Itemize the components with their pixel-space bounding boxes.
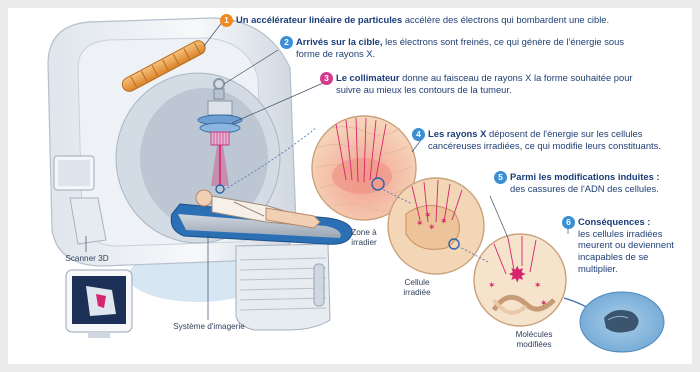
step-5: 5 Parmi les modifications induites : des… xyxy=(510,171,690,194)
svg-text:✶: ✶ xyxy=(416,219,424,229)
infographic-frame: ✶✶✶✶ ✸ ✶ ✶ ✶ 1 U xyxy=(8,8,692,364)
step-1: 1 Un accélérateur linéaire de particules… xyxy=(236,14,676,26)
step-1-badge: 1 xyxy=(220,14,233,27)
step-5-badge: 5 xyxy=(494,171,507,184)
dead-cell xyxy=(580,292,664,352)
step-4: 4 Les rayons X déposent de l'énergie sur… xyxy=(428,128,684,151)
svg-text:✶: ✶ xyxy=(440,217,448,227)
step-2-badge: 2 xyxy=(280,36,293,49)
step-2: 2 Arrivés sur la cible, les électrons so… xyxy=(296,36,626,59)
label-zone: Zone à irradier xyxy=(344,228,384,248)
step-6: 6 Conséquences : les cellules irradiées … xyxy=(578,216,690,274)
svg-text:✶: ✶ xyxy=(424,211,432,221)
label-imaging: Système d'imagerie xyxy=(164,322,254,332)
zoom-cell: ✶✶✶✶ xyxy=(388,178,484,274)
step-4-badge: 4 xyxy=(412,128,425,141)
step-5-lead: Parmi les modifications induites : xyxy=(510,171,690,183)
svg-text:✶: ✶ xyxy=(540,299,548,309)
imaging-monitor xyxy=(66,270,132,338)
step-3-badge: 3 xyxy=(320,72,333,85)
svg-text:✶: ✶ xyxy=(534,281,542,291)
label-molecules: Molécules modifiées xyxy=(506,330,562,350)
zoom-dna: ✸ ✶ ✶ ✶ xyxy=(474,234,566,326)
step-3-lead: Le collimateur xyxy=(336,72,400,83)
step-2-lead: Arrivés sur la cible, xyxy=(296,36,383,47)
step-6-badge: 6 xyxy=(562,216,575,229)
step-4-lead: Les rayons X xyxy=(428,128,486,139)
step-6-text: les cellules irradiées meurent ou devien… xyxy=(578,228,690,275)
step-1-text: accélère des électrons qui bombardent un… xyxy=(402,14,609,25)
svg-text:✶: ✶ xyxy=(488,281,496,291)
step-6-lead: Conséquences : xyxy=(578,216,690,228)
step-3: 3 Le collimateur donne au faisceau de ra… xyxy=(336,72,656,95)
collimator-housing xyxy=(208,101,232,115)
svg-text:✶: ✶ xyxy=(428,223,436,233)
label-cell: Cellule irradiée xyxy=(392,278,442,298)
svg-text:✸: ✸ xyxy=(508,263,526,288)
label-scanner: Scanner 3D xyxy=(52,254,122,264)
step-5-text: des cassures de l'ADN des cellules. xyxy=(510,183,690,195)
step-1-lead: Un accélérateur linéaire de particules xyxy=(236,14,402,25)
